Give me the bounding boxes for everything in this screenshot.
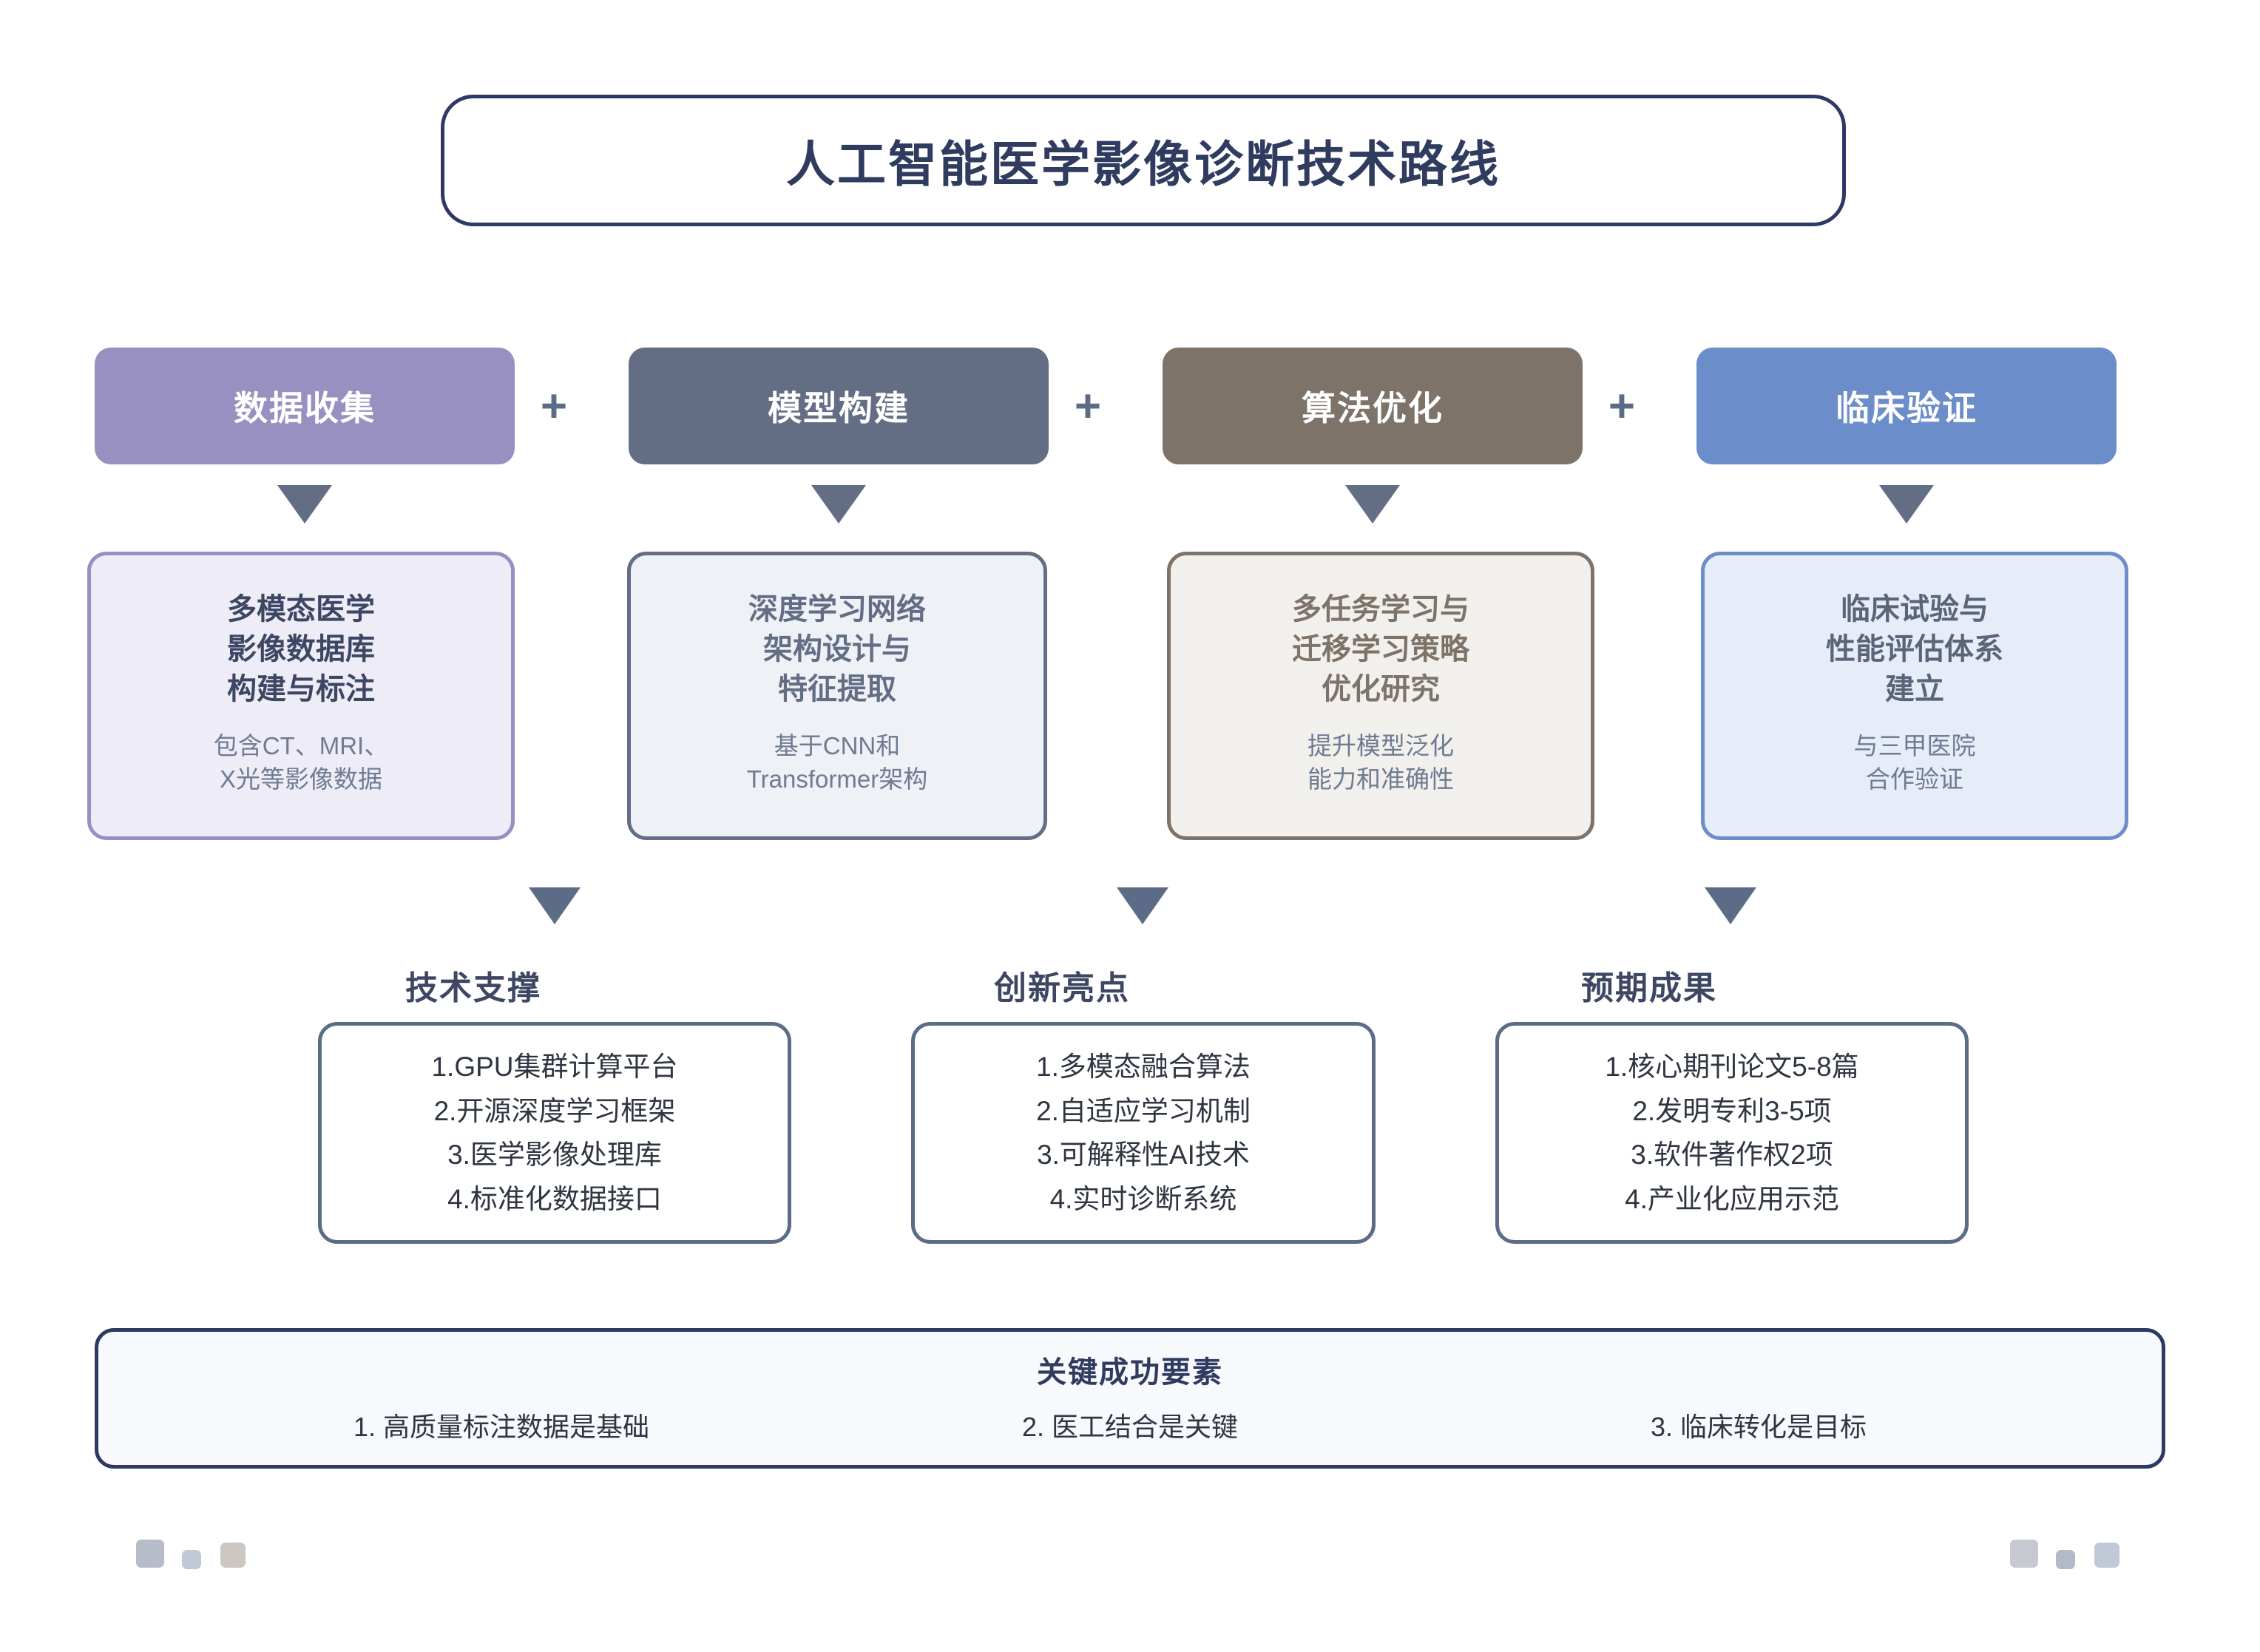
list-item: 3.软件著作权2项 — [1631, 1140, 1833, 1170]
stage-header-4[interactable]: 临床验证 — [1696, 348, 2117, 464]
list-item: 2.开源深度学习框架 — [433, 1095, 676, 1126]
stage-detail-title-3: 多任务学习与 迁移学习策略 优化研究 — [1292, 593, 1469, 705]
down-arrow-icon-7 — [1705, 887, 1756, 924]
stage-detail-sub-2: 基于CNN和 Transformer架构 — [746, 732, 928, 793]
down-arrow-icon-1 — [277, 485, 332, 524]
plus-icon-3: + — [1608, 381, 1636, 432]
key-success-heading: 关键成功要素 — [1037, 1356, 1223, 1389]
list-item: 2.自适应学习机制 — [1036, 1095, 1251, 1126]
stage-detail-title-1: 多模态医学 影像数据库 构建与标注 — [227, 593, 375, 705]
decorative-square — [182, 1550, 201, 1569]
stage-detail-sub-4: 与三甲医院 合作验证 — [1853, 732, 1976, 793]
stage-detail-title-2: 深度学习网络 架构设计与 特征提取 — [748, 593, 926, 705]
decorative-square — [2056, 1550, 2075, 1569]
stage-detail-card-3[interactable]: 多任务学习与 迁移学习策略 优化研究 提升模型泛化 能力和准确性 — [1167, 552, 1594, 840]
list-item: 3.医学影像处理库 — [447, 1140, 662, 1170]
decorative-square — [2094, 1543, 2119, 1568]
down-arrow-icon-2 — [811, 485, 866, 524]
plus-icon-2: + — [1074, 381, 1102, 432]
decorative-square — [2010, 1540, 2038, 1568]
stage-detail-card-1[interactable]: 多模态医学 影像数据库 构建与标注 包含CT、MRI、 X光等影像数据 — [87, 552, 515, 840]
key-success-items: 1. 高质量标注数据是基础 2. 医工结合是关键 3. 临床转化是目标 — [187, 1406, 2073, 1444]
stage-detail-sub-3: 提升模型泛化 能力和准确性 — [1307, 732, 1454, 793]
key-success-item-3: 3. 临床转化是目标 — [1650, 1412, 1867, 1442]
section-list-outcomes[interactable]: 1.核心期刊论文5-8篇 2.发明专利3-5项 3.软件著作权2项 4.产业化应… — [1495, 1022, 1969, 1244]
down-arrow-icon-5 — [529, 887, 581, 924]
key-success-factors-bar: 关键成功要素 1. 高质量标注数据是基础 2. 医工结合是关键 3. 临床转化是… — [95, 1328, 2165, 1469]
stage-header-3[interactable]: 算法优化 — [1163, 348, 1583, 464]
section-heading-innovation: 创新亮点 — [994, 970, 1130, 1006]
stage-header-1[interactable]: 数据收集 — [95, 348, 515, 464]
list-item: 1.核心期刊论文5-8篇 — [1605, 1052, 1859, 1082]
page-title-box: 人工智能医学影像诊断技术路线 — [441, 95, 1846, 226]
list-item: 3.可解释性AI技术 — [1037, 1140, 1250, 1170]
down-arrow-icon-6 — [1117, 887, 1168, 924]
list-item: 4.产业化应用示范 — [1625, 1183, 1839, 1214]
down-arrow-icon-4 — [1879, 485, 1934, 524]
plus-icon-1: + — [540, 381, 568, 432]
list-item: 4.标准化数据接口 — [447, 1183, 662, 1214]
section-list-innovation[interactable]: 1.多模态融合算法 2.自适应学习机制 3.可解释性AI技术 4.实时诊断系统 — [911, 1022, 1376, 1244]
decorative-square — [220, 1543, 246, 1568]
stage-detail-card-4[interactable]: 临床试验与 性能评估体系 建立 与三甲医院 合作验证 — [1701, 552, 2128, 840]
list-item: 4.实时诊断系统 — [1049, 1183, 1237, 1214]
section-heading-outcomes: 预期成果 — [1581, 970, 1717, 1006]
stage-detail-title-4: 临床试验与 性能评估体系 建立 — [1826, 593, 2003, 705]
down-arrow-icon-3 — [1345, 485, 1400, 524]
list-item: 1.多模态融合算法 — [1036, 1052, 1251, 1082]
stage-header-2[interactable]: 模型构建 — [629, 348, 1049, 464]
list-item: 1.GPU集群计算平台 — [431, 1052, 678, 1082]
stage-detail-card-2[interactable]: 深度学习网络 架构设计与 特征提取 基于CNN和 Transformer架构 — [627, 552, 1047, 840]
page-title: 人工智能医学影像诊断技术路线 — [786, 137, 1501, 192]
section-heading-tech-support: 技术支撑 — [405, 970, 541, 1006]
key-success-item-2: 2. 医工结合是关键 — [1021, 1412, 1239, 1442]
list-item: 2.发明专利3-5项 — [1632, 1095, 1832, 1126]
section-list-tech-support[interactable]: 1.GPU集群计算平台 2.开源深度学习框架 3.医学影像处理库 4.标准化数据… — [318, 1022, 791, 1244]
decorative-square — [136, 1540, 164, 1568]
stage-detail-sub-1: 包含CT、MRI、 X光等影像数据 — [213, 732, 389, 793]
key-success-item-1: 1. 高质量标注数据是基础 — [353, 1412, 650, 1442]
